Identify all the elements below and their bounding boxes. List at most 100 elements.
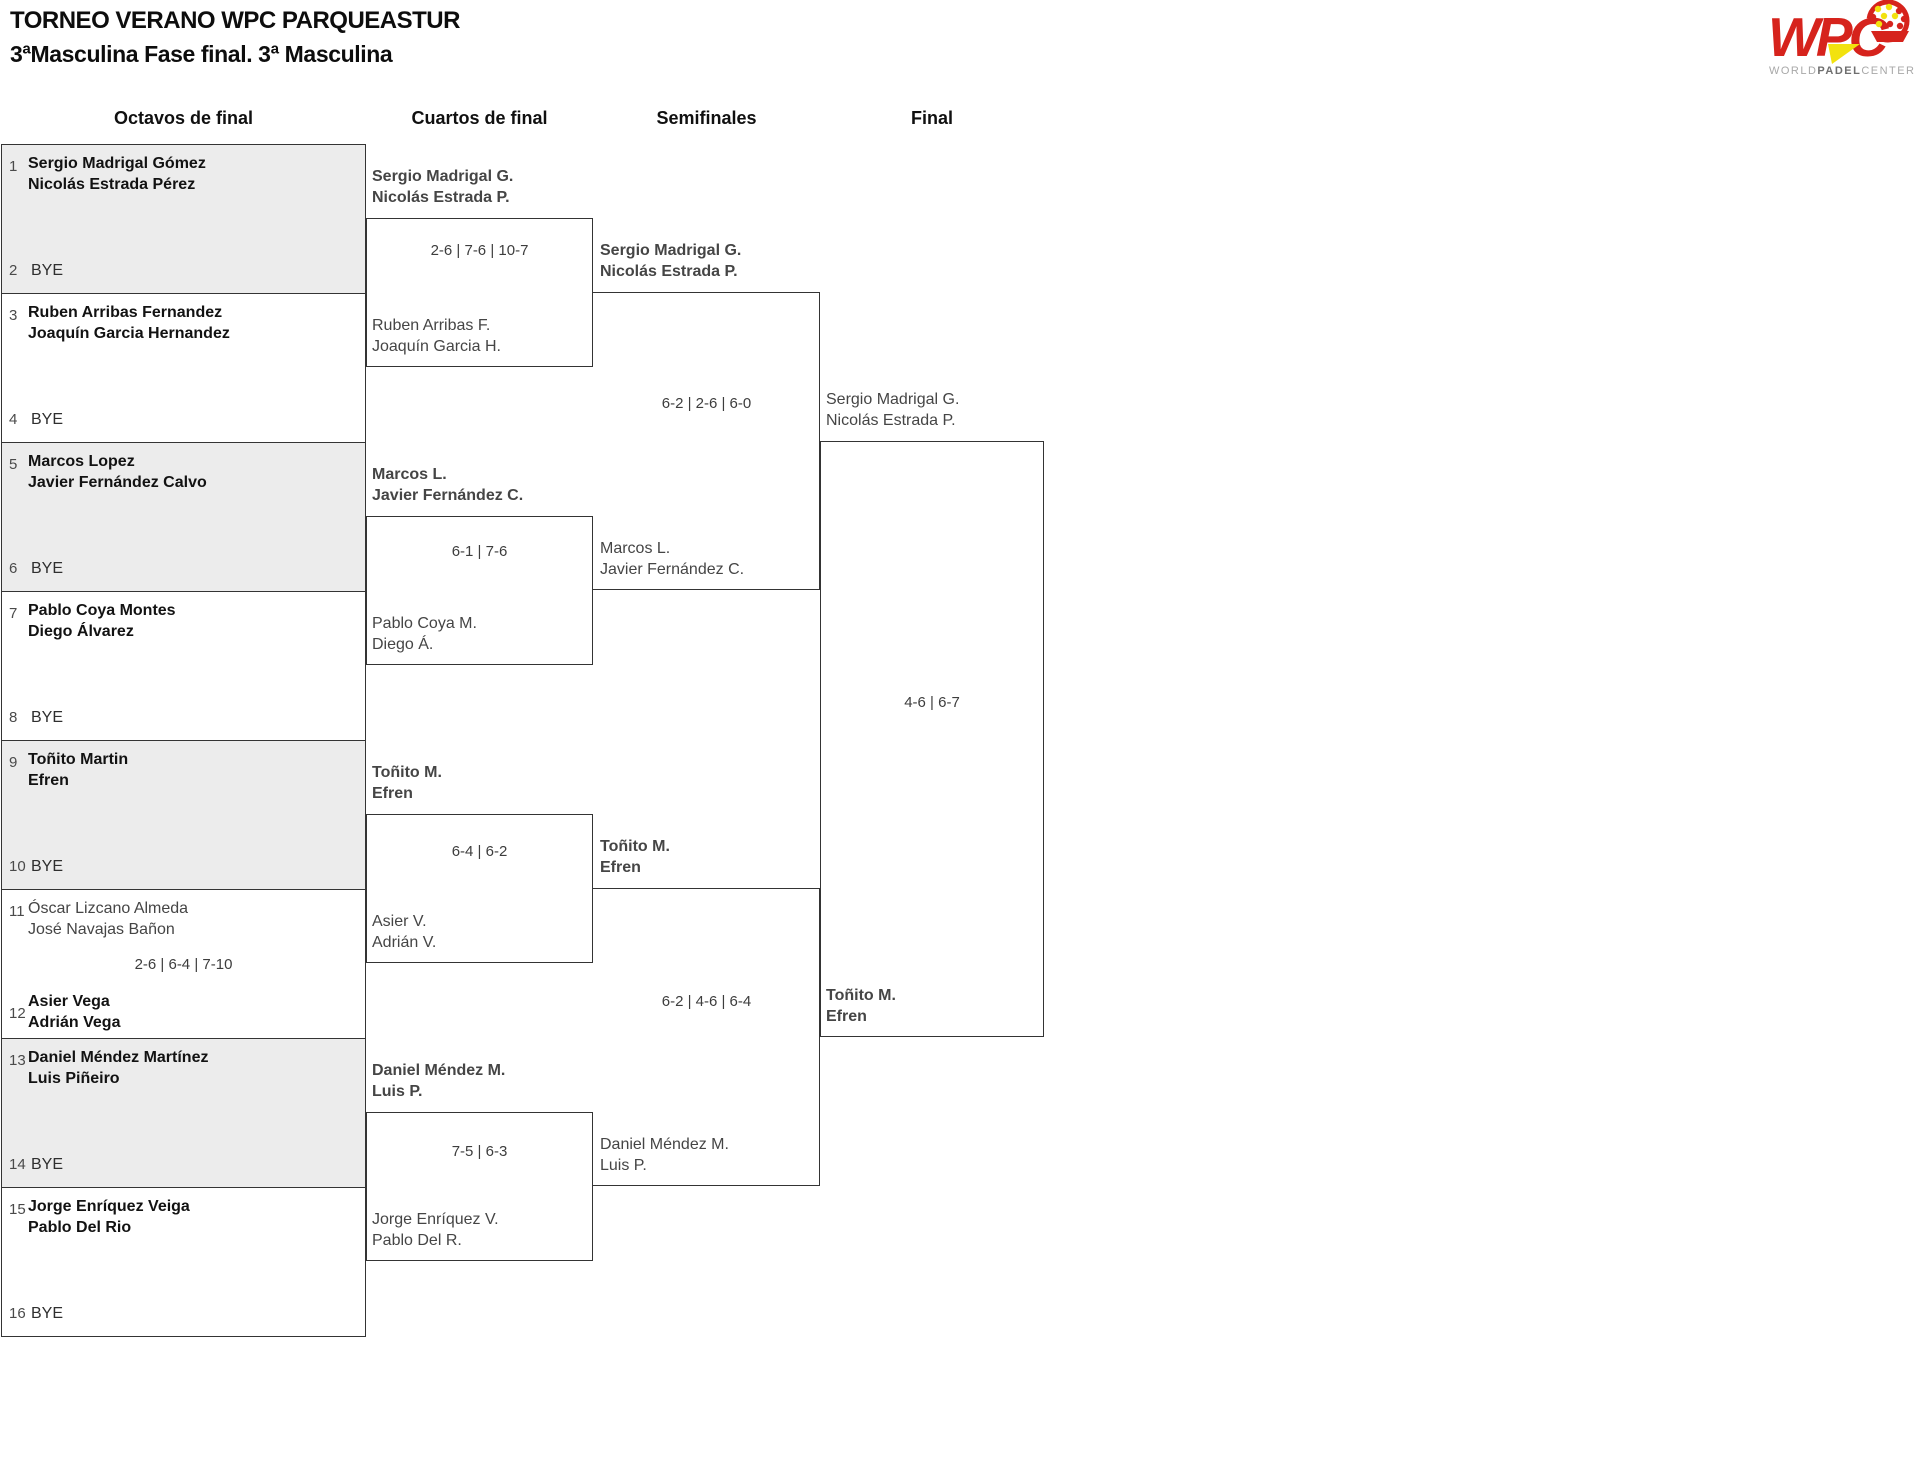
player-name: José Navajas Bañon: [28, 921, 175, 938]
round-header-semifinales: Semifinales: [656, 108, 757, 128]
player-name: Nicolás Estrada Pérez: [28, 176, 196, 193]
sf-team-label: Sergio Madrigal G. Nicolás Estrada P.: [600, 240, 820, 282]
qf-team-label: Pablo Coya M. Diego Á.: [372, 613, 592, 655]
final-match-box: [820, 441, 1044, 1037]
seed-number: 4: [9, 411, 18, 428]
player-name: Sergio Madrigal G.: [600, 242, 742, 259]
seed-number: 5: [9, 456, 18, 473]
player-name: Luis P.: [372, 1083, 423, 1100]
seed-number: 2: [9, 262, 18, 279]
qf-team-label: Toñito M. Efren: [372, 762, 592, 804]
sf-team-label: Toñito M. Efren: [600, 836, 820, 878]
bye-label: BYE: [31, 411, 64, 428]
match-score: 2-6 | 7-6 | 10-7: [430, 242, 529, 259]
r16-match-box-7: 13 Daniel Méndez Martínez Luis Piñeiro 1…: [1, 1038, 366, 1188]
player-name: Marcos Lopez: [28, 453, 135, 470]
match-score: 6-2 | 2-6 | 6-0: [661, 395, 752, 412]
qf-team-label: Marcos L. Javier Fernández C.: [372, 464, 592, 506]
logo-yellow-wedge: [1828, 44, 1860, 64]
player-name: Luis P.: [600, 1157, 647, 1174]
seed-number: 8: [9, 709, 18, 726]
player-name: Pablo Coya Montes: [28, 602, 176, 619]
r16-match-box-2: 3 Ruben Arribas Fernandez Joaquín Garcia…: [1, 293, 366, 443]
match-score: 4-6 | 6-7: [904, 694, 960, 711]
player-name: Pablo Coya M.: [372, 615, 477, 632]
player-name: Marcos L.: [372, 466, 447, 483]
qf-team-label: Jorge Enríquez V. Pablo Del R.: [372, 1209, 592, 1251]
player-name: Diego Álvarez: [28, 623, 134, 640]
player-name: Daniel Méndez Martínez: [28, 1049, 209, 1066]
team-names: Pablo Coya Montes Diego Álvarez: [28, 600, 176, 642]
qf-match-box-1: [366, 218, 593, 367]
player-name: Pablo Del Rio: [28, 1219, 132, 1236]
round-header-final: Final: [910, 108, 953, 128]
bye-row: 6 BYE: [9, 560, 63, 578]
player-name: Efren: [826, 1008, 867, 1025]
seed-number: 15: [9, 1201, 26, 1218]
bye-label: BYE: [31, 1156, 64, 1173]
player-name: Efren: [28, 772, 69, 789]
r16-match-box-1: 1 Sergio Madrigal Gómez Nicolás Estrada …: [1, 144, 366, 294]
bye-label: BYE: [31, 560, 64, 577]
player-name: Jorge Enríquez Veiga: [28, 1198, 190, 1215]
player-name: Jorge Enríquez V.: [372, 1211, 499, 1228]
page-title: TORNEO VERANO WPC PARQUEASTUR: [10, 7, 460, 34]
qf-match-box-4: [366, 1112, 593, 1261]
player-name: Asier V.: [372, 913, 427, 930]
bye-row: 14 BYE: [9, 1156, 63, 1174]
player-name: Luis Piñeiro: [28, 1070, 120, 1087]
player-name: Efren: [372, 785, 413, 802]
team-names: Marcos Lopez Javier Fernández Calvo: [28, 451, 207, 493]
seed-number: 7: [9, 605, 18, 622]
qf-match-box-2: [366, 516, 593, 665]
team-names: Jorge Enríquez Veiga Pablo Del Rio: [28, 1196, 190, 1238]
player-name: Ruben Arribas F.: [372, 317, 491, 334]
player-name: Sergio Madrigal G.: [826, 391, 960, 408]
player-name: Daniel Méndez M.: [372, 1062, 506, 1079]
player-name: Sergio Madrigal Gómez: [28, 155, 206, 172]
player-name: Pablo Del R.: [372, 1232, 462, 1249]
player-name: Joaquín Garcia H.: [372, 338, 501, 355]
team-names: Daniel Méndez Martínez Luis Piñeiro: [28, 1047, 208, 1089]
final-team-label: Sergio Madrigal G. Nicolás Estrada P.: [826, 389, 1046, 431]
player-name: Efren: [600, 859, 641, 876]
sf-team-label: Daniel Méndez M. Luis P.: [600, 1134, 820, 1176]
seed-number: 14: [9, 1156, 26, 1173]
player-name: Toñito M.: [372, 764, 442, 781]
player-name: Joaquín Garcia Hernandez: [28, 325, 230, 342]
bye-row: 4 BYE: [9, 411, 63, 429]
sf-match-box-2: [593, 888, 820, 1186]
player-name: Nicolás Estrada P.: [826, 412, 956, 429]
seed-number: 10: [9, 858, 26, 875]
qf-team-label: Sergio Madrigal G. Nicolás Estrada P.: [372, 166, 592, 208]
bye-label: BYE: [31, 262, 64, 279]
logo-wordmark: WORLDPADELCENTER: [1769, 65, 1915, 77]
player-name: Daniel Méndez M.: [600, 1136, 729, 1153]
qf-match-box-3: [366, 814, 593, 963]
round-header-cuartos: Cuartos de final: [411, 108, 548, 128]
logo-word-center: CENTER: [1861, 65, 1915, 77]
player-name: Nicolás Estrada P.: [600, 263, 738, 280]
seed-number: 12: [9, 1005, 26, 1022]
r16-match-box-8: 15 Jorge Enríquez Veiga Pablo Del Rio 16…: [1, 1187, 366, 1337]
bye-label: BYE: [31, 1305, 64, 1322]
qf-team-label: Asier V. Adrián V.: [372, 911, 592, 953]
player-name: Sergio Madrigal G.: [372, 168, 514, 185]
seed-number: 6: [9, 560, 18, 577]
match-score: 6-4 | 6-2: [451, 843, 508, 860]
qf-team-label: Daniel Méndez M. Luis P.: [372, 1060, 592, 1102]
player-name: Diego Á.: [372, 636, 434, 653]
logo-word-world: WORLD: [1769, 65, 1817, 77]
match-score: 6-1 | 7-6: [451, 543, 508, 560]
team-names: Ruben Arribas Fernandez Joaquín Garcia H…: [28, 302, 230, 344]
team-names: Sergio Madrigal Gómez Nicolás Estrada Pé…: [28, 153, 206, 195]
player-name: Javier Fernández C.: [372, 487, 524, 504]
team-names: Asier Vega Adrián Vega: [28, 991, 120, 1033]
seed-number: 11: [9, 903, 25, 920]
player-name: Ruben Arribas Fernandez: [28, 304, 223, 321]
player-name: Toñito Martin: [28, 751, 129, 768]
